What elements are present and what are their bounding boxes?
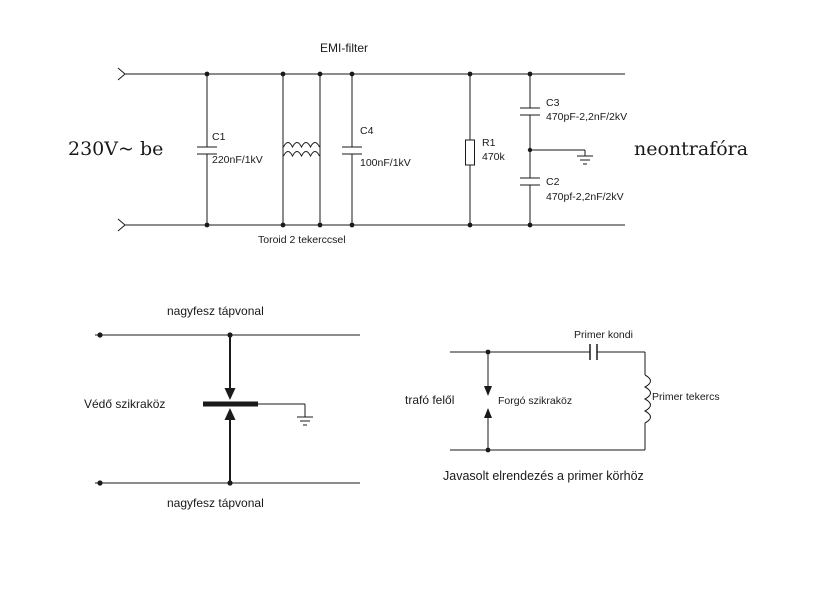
rotary-gap-label: Forgó szikraköz [498,395,573,407]
r1-value: 470k [482,151,505,163]
capacitor-c4 [342,74,362,225]
small-arrow-up-icon [484,408,492,418]
arrowheads [224,386,492,420]
primer-coil-label: Primer tekercs [652,391,720,403]
primer-loop-wires [450,351,646,451]
c2-value: 470pf-2,2nF/2kV [546,191,624,203]
output-load-label: neontrafóra [634,138,749,160]
c4-value: 100nF/1kV [360,157,411,169]
input-voltage-label: 230V~ be [68,138,164,160]
toroid-note: Toroid 2 tekerccsel [258,234,346,246]
capacitor-c3 [520,74,540,150]
c1-designator: C1 [212,131,226,143]
protective-gap-label: Védő szikraköz [84,397,166,411]
ground-icon-filter [530,149,593,165]
resistor-r1 [465,74,475,225]
junction-dots [97,71,533,486]
capacitor-c1 [197,74,217,225]
c3-value: 470pF-2,2nF/2kV [546,111,628,123]
primer-cap-label: Primer kondi [574,329,633,341]
arrow-up-icon [224,408,236,420]
diagram-title: EMI-filter [320,41,368,55]
capacitor-c2 [520,150,540,225]
c3-designator: C3 [546,97,560,109]
primer-coil [643,374,651,424]
small-arrow-down-icon [484,386,492,396]
c4-designator: C4 [360,125,374,137]
r1-designator: R1 [482,137,496,149]
primer-capacitor [589,344,598,360]
input-terminal-top-icon [117,67,126,81]
from-transformer-label: trafó felől [405,393,455,407]
input-terminal-bottom-icon [117,218,126,232]
arrow-down-icon [224,388,236,400]
c2-designator: C2 [546,176,560,188]
hv-line-label-bottom: nagyfesz tápvonal [167,496,264,510]
toroid-choke [282,74,321,225]
primer-caption: Javasolt elrendezés a primer körhöz [443,469,644,483]
c1-value: 220nF/1kV [212,154,263,166]
hv-line-label-top: nagyfesz tápvonal [167,304,264,318]
ground-icon-spark-gap [258,403,313,426]
